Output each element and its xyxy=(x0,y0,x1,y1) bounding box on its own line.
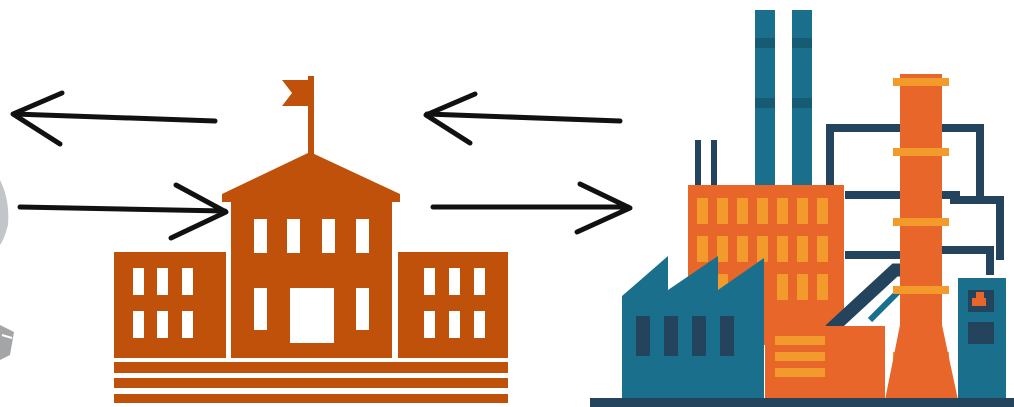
arrows xyxy=(10,90,633,241)
factory-icon xyxy=(590,10,1014,407)
arrow-school-to-left xyxy=(10,90,218,147)
school-windows xyxy=(133,219,485,343)
smokestacks xyxy=(755,10,812,185)
arrow-factory-to-school xyxy=(423,91,623,146)
cropped-object-left-edge xyxy=(0,180,14,360)
arrow-left-to-school xyxy=(17,182,229,241)
arrow-school-to-factory xyxy=(430,181,633,235)
factory-shed xyxy=(622,256,764,400)
school-door xyxy=(290,288,334,343)
orange-chimney xyxy=(885,74,958,400)
